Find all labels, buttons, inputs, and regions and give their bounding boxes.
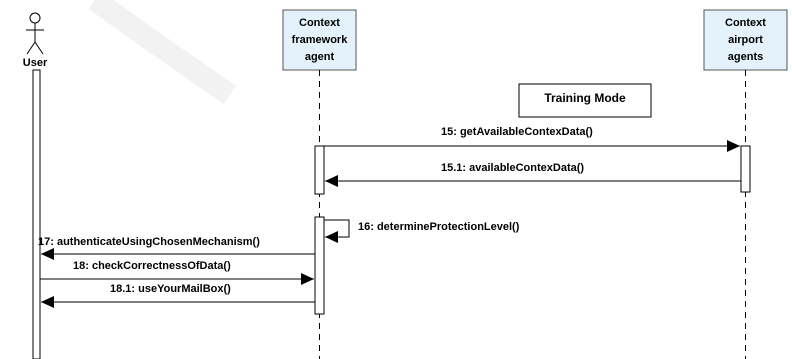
watermark-stroke — [88, 0, 237, 105]
actor-head — [29, 12, 41, 24]
actor-right-leg — [34, 41, 44, 55]
message-arrow — [324, 219, 350, 243]
participant-context-framework-agent: Context framework agent — [282, 9, 357, 71]
message-label: 18.1: useYourMailBox() — [110, 283, 231, 295]
participant-label-line-1: Context — [725, 17, 766, 29]
message-17: 17: authenticateUsingChosenMechanism() — [38, 236, 315, 260]
participant-label-line-3: agent — [305, 51, 335, 63]
participant-box — [703, 9, 788, 71]
message-label: 18: checkCorrectnessOfData() — [73, 260, 231, 272]
activation-airport — [740, 145, 751, 193]
actor-user-label: User — [23, 57, 48, 69]
fragment-box — [518, 83, 652, 118]
message-label: 15.1: availableContexData() — [441, 162, 584, 174]
activation-framework-2 — [314, 216, 325, 315]
participant-context-airport-agents: Context airport agents — [703, 9, 788, 71]
activation-user — [32, 69, 41, 359]
fragment-training-mode: Training Mode — [518, 83, 652, 118]
message-16: 16: determineProtectionLevel() — [324, 219, 520, 243]
actor-user: User — [23, 12, 48, 69]
participant-label-line-2: airport — [728, 34, 763, 46]
message-label: 17: authenticateUsingChosenMechanism() — [38, 236, 260, 248]
actor-left-leg — [26, 41, 36, 55]
message-label: 16: determineProtectionLevel() — [358, 221, 520, 233]
participant-label-line-2: framework — [292, 34, 349, 46]
message-18: 18: checkCorrectnessOfData() — [40, 260, 314, 285]
message-15: 15: getAvailableContexData() — [324, 126, 740, 152]
fragment-label: Training Mode — [544, 91, 626, 105]
participant-label-line-1: Context — [299, 17, 340, 29]
message-label: 15: getAvailableContexData() — [441, 126, 593, 138]
message-15-1: 15.1: availableContexData() — [325, 162, 741, 187]
participant-box — [282, 9, 357, 71]
message-18-1: 18.1: useYourMailBox() — [41, 283, 315, 308]
activation-framework-1 — [314, 145, 325, 195]
participant-label-line-3: agents — [728, 51, 763, 63]
